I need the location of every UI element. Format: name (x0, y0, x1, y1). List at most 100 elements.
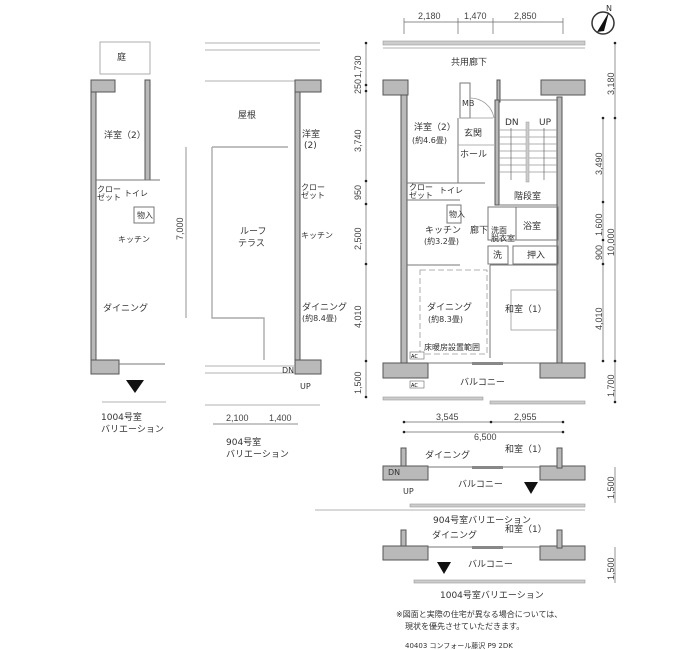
svg-text:浴室: 浴室 (523, 220, 541, 232)
svg-text:キッチン: キッチン (118, 235, 150, 244)
svg-text:900: 900 (594, 245, 604, 260)
north-compass-icon: N (591, 4, 615, 35)
svg-text:ホール: ホール (460, 149, 487, 160)
svg-text:AC: AC (411, 383, 418, 389)
svg-text:キッチン: キッチン (425, 225, 461, 236)
svg-text:洗面: 洗面 (491, 225, 507, 235)
note-line-1: ※図面と実際の住宅が異なる場合については、 (396, 609, 562, 619)
top-dimensions: 2,180 1,470 2,850 (403, 11, 564, 34)
svg-text:DN: DN (505, 118, 519, 128)
svg-text:テラス: テラス (238, 238, 265, 249)
svg-text:4,010: 4,010 (353, 305, 363, 328)
svg-text:廊下: 廊下 (470, 224, 488, 236)
svg-text:3,180: 3,180 (606, 72, 616, 95)
svg-text:ダイニング: ダイニング (427, 301, 472, 313)
svg-text:物入: 物入 (449, 209, 465, 219)
svg-text:904号室バリエーション: 904号室バリエーション (433, 514, 531, 526)
svg-text:バルコニー: バルコニー (460, 377, 505, 388)
stairwell: DN UP 階段室 (499, 118, 557, 202)
svg-text:AC: AC (411, 354, 418, 360)
svg-text:950: 950 (353, 185, 363, 200)
svg-text:クロー: クロー (301, 183, 325, 192)
svg-text:クロー: クロー (97, 185, 121, 194)
dim-top-1: 2,180 (418, 11, 441, 21)
note-line-2: 現状を優先させていただきます。 (405, 621, 524, 631)
svg-text:クロー: クロー (409, 183, 433, 192)
svg-text:ダイニング: ダイニング (432, 529, 477, 541)
svg-text:1,730: 1,730 (353, 55, 363, 78)
svg-text:バリエーション: バリエーション (226, 449, 289, 460)
dim-top-3: 2,850 (514, 11, 537, 21)
svg-text:6,500: 6,500 (474, 432, 497, 442)
svg-text:(約4.6畳): (約4.6畳) (412, 135, 447, 145)
entrance-marker-icon (437, 562, 451, 574)
svg-text:押入: 押入 (527, 249, 545, 261)
svg-text:UP: UP (300, 382, 311, 391)
svg-text:3,545: 3,545 (436, 412, 459, 422)
svg-text:2,500: 2,500 (353, 227, 363, 250)
svg-text:1004号室: 1004号室 (101, 411, 142, 423)
right-dimensions: 3,180 3,490 1,600 900 4,010 10,000 1,700 (594, 41, 617, 404)
svg-text:DN: DN (388, 468, 400, 477)
svg-text:3,740: 3,740 (353, 129, 363, 152)
footer-label: 40403 コンフォール藤沢 P9 2DK (405, 641, 513, 650)
svg-text:物入: 物入 (137, 210, 153, 220)
svg-text:階段室: 階段室 (514, 190, 541, 202)
svg-text:床暖房設置範囲: 床暖房設置範囲 (424, 342, 480, 352)
variation-1004-balcony: ダイニング 和室（1） バルコニー 1,500 1004号室バリエーション (382, 523, 616, 601)
svg-text:ダイニング: ダイニング (302, 301, 347, 313)
svg-text:1,500: 1,500 (353, 371, 363, 394)
svg-text:バリエーション: バリエーション (101, 424, 164, 435)
svg-text:玄関: 玄関 (464, 127, 482, 139)
svg-text:洋室（2）: 洋室（2） (104, 129, 146, 141)
variation-1004-plan: 庭 洋室（2） クロー ゼット トイレ 物入 キッチン ダイニング 1004号室… (90, 41, 166, 435)
svg-text:1,500: 1,500 (606, 476, 616, 499)
svg-text:脱衣室: 脱衣室 (491, 233, 515, 243)
svg-text:UP: UP (403, 487, 414, 496)
svg-text:洗: 洗 (493, 249, 502, 261)
svg-text:1,400: 1,400 (269, 413, 292, 423)
entrance-marker-icon (126, 380, 144, 393)
svg-text:2,100: 2,100 (226, 413, 249, 423)
svg-text:250: 250 (353, 79, 363, 94)
svg-text:2,955: 2,955 (514, 412, 537, 422)
svg-text:洋室: 洋室 (302, 128, 320, 140)
svg-text:(2): (2) (304, 141, 317, 151)
svg-text:1,500: 1,500 (606, 557, 616, 580)
svg-text:ゼット: ゼット (301, 190, 325, 200)
svg-text:バルコニー: バルコニー (458, 479, 503, 490)
svg-text:キッチン: キッチン (301, 231, 333, 240)
svg-text:N: N (606, 4, 612, 13)
svg-text:904号室: 904号室 (226, 436, 261, 448)
svg-text:和室（1）: 和室（1） (505, 443, 547, 455)
svg-text:1,700: 1,700 (606, 374, 616, 397)
svg-text:1,600: 1,600 (594, 213, 604, 236)
svg-text:和室（1）: 和室（1） (505, 303, 547, 315)
svg-text:(約3.2畳): (約3.2畳) (424, 236, 459, 246)
variation-904-balcony: ダイニング 和室（1） バルコニー DN UP 1,500 904号室バリエーシ… (315, 443, 616, 526)
svg-text:ダイニング: ダイニング (425, 449, 470, 461)
svg-text:バルコニー: バルコニー (468, 559, 513, 570)
svg-text:庭: 庭 (117, 51, 126, 63)
svg-text:ルーフ: ルーフ (240, 227, 266, 237)
svg-text:和室（1）: 和室（1） (505, 523, 547, 535)
svg-text:3,490: 3,490 (594, 152, 604, 175)
svg-text:(約8.3畳): (約8.3畳) (428, 314, 463, 324)
svg-text:ゼット: ゼット (409, 190, 433, 200)
main-unit-plan: 共用廊下 MB 洋室（2） (約4.6畳) 玄関 ホール クロー ゼット トイレ (382, 40, 586, 405)
svg-text:屋根: 屋根 (238, 109, 256, 121)
svg-text:UP: UP (539, 118, 552, 128)
svg-text:DN: DN (282, 366, 294, 375)
svg-text:トイレ: トイレ (124, 189, 148, 198)
svg-text:ダイニング: ダイニング (103, 302, 148, 314)
left-dimensions: 1,730 250 3,740 950 2,500 4,010 1,500 (353, 41, 368, 399)
svg-text:トイレ: トイレ (439, 186, 463, 195)
svg-text:1004号室バリエーション: 1004号室バリエーション (440, 589, 544, 601)
svg-text:4,010: 4,010 (594, 307, 604, 330)
variation-904-plan: 屋根 洋室 (2) 7,000 ルーフ テラス クロー ゼット キッチン ダイニ… (175, 42, 347, 460)
svg-text:7,000: 7,000 (175, 217, 185, 240)
svg-text:ゼット: ゼット (97, 192, 121, 202)
svg-text:MB: MB (462, 99, 474, 108)
svg-text:洋室（2）: 洋室（2） (414, 121, 456, 133)
svg-text:10,000: 10,000 (606, 228, 616, 256)
